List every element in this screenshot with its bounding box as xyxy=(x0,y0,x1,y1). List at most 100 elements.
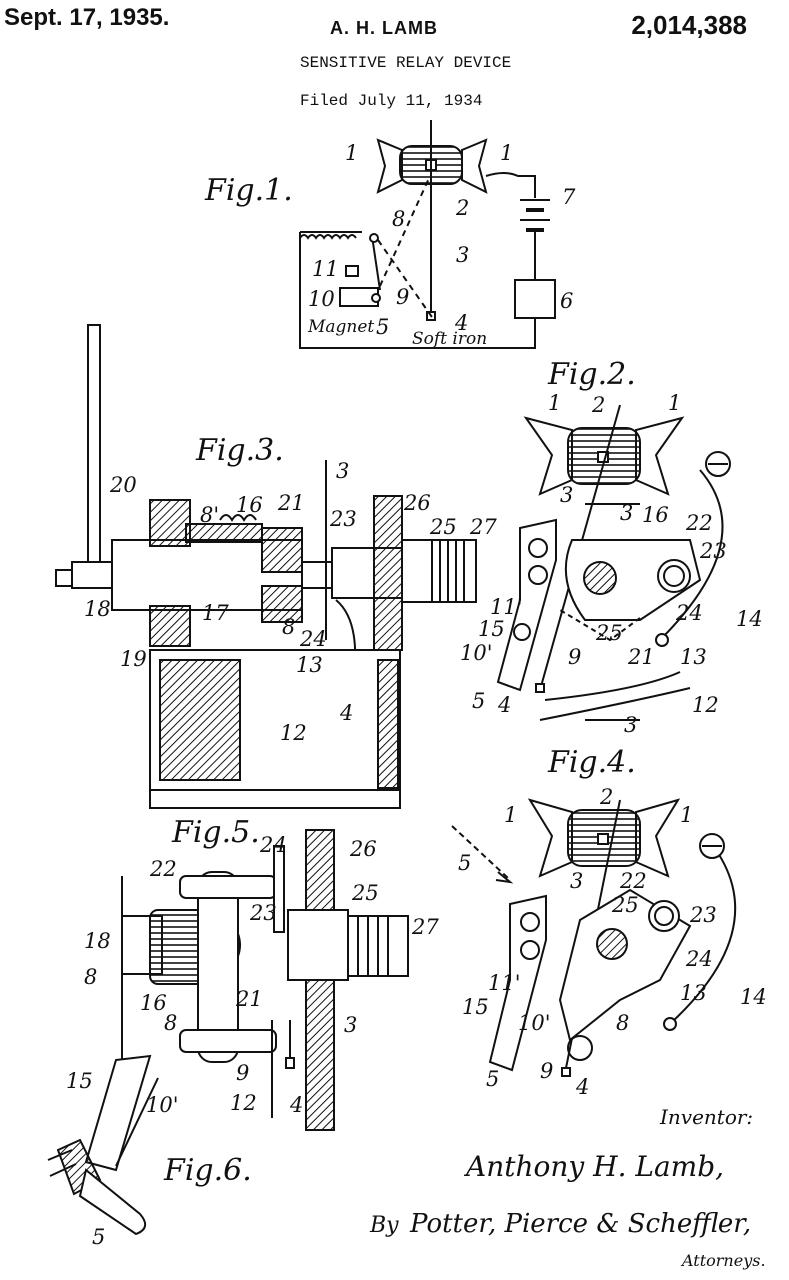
ref-24-fig5: 24 xyxy=(259,833,287,857)
ref-11p-fig4: 11' xyxy=(488,971,521,995)
ref-8-fig4: 8 xyxy=(616,1011,629,1035)
ref-11p-fig2: 11' xyxy=(490,595,523,619)
pole-piece-left xyxy=(376,138,403,194)
ref-27-fig5: 27 xyxy=(411,915,439,939)
ref-10-fig1: 10 xyxy=(308,287,335,311)
ref-9-fig4: 9 xyxy=(540,1059,553,1083)
ref-14-fig4: 14 xyxy=(740,985,767,1009)
ref-2-fig2: 2 xyxy=(591,393,605,417)
ref-13-fig2: 13 xyxy=(680,645,707,669)
ref-6-fig1: 6 xyxy=(560,289,573,313)
contact-arm-15 xyxy=(84,1054,152,1172)
ref-25-fig2: 25 xyxy=(595,621,623,645)
knob-27 xyxy=(431,539,477,603)
ref-1-right-fig2: 1 xyxy=(668,391,681,415)
ref-25-fig4: 25 xyxy=(611,893,639,917)
ref-8-fig1: 8 xyxy=(392,207,405,231)
ref-24-fig2: 24 xyxy=(675,601,703,625)
ref-21-fig2: 21 xyxy=(627,645,655,669)
ref-23-fig4: 23 xyxy=(689,903,717,927)
ref-2-fig1: 2 xyxy=(455,196,469,220)
ref-8-fig5: 8 xyxy=(164,1011,177,1035)
ref-3-fig2: 3 xyxy=(560,483,573,507)
ref-1-left-fig4: 1 xyxy=(504,803,517,827)
ref-27-fig3: 27 xyxy=(469,515,497,539)
ref-14-fig2: 14 xyxy=(736,607,763,631)
ref-24-fig4: 24 xyxy=(685,947,713,971)
ref-12-fig2: 12 xyxy=(692,693,719,717)
inventor-signature: Anthony H. Lamb, xyxy=(463,1150,724,1183)
ref-25-fig3: 25 xyxy=(429,515,457,539)
attorneys-signature: Potter, Pierce & Scheffler, xyxy=(409,1209,751,1239)
fig5-label: Fig.5. xyxy=(171,815,260,850)
fig2-label: Fig.2. xyxy=(547,357,636,392)
pointer-rod-20 xyxy=(87,324,101,578)
filing-date: Filed July 11, 1934 xyxy=(300,92,483,110)
ref-11-fig1: 11 xyxy=(312,257,339,281)
ref-4-fig2: 4 xyxy=(497,693,511,717)
ref-17-fig3: 17 xyxy=(202,601,229,625)
by-label: By xyxy=(369,1213,399,1238)
magnet-note: Magnet xyxy=(307,317,374,337)
ref-4-fig1: 4 xyxy=(454,311,468,335)
figure-1 xyxy=(299,120,556,349)
fig3-label: Fig.3. xyxy=(195,433,284,468)
ref-25-fig5: 25 xyxy=(351,881,379,905)
soft-iron-note: Soft iron xyxy=(412,329,487,349)
ref-18-fig3: 18 xyxy=(84,597,111,621)
ref-10p-fig4: 10' xyxy=(518,1011,551,1035)
ref-3-fig3: 3 xyxy=(336,459,349,483)
ref-8-fig3: 8 xyxy=(282,615,295,639)
ref-23-fig5: 23 xyxy=(249,901,277,925)
ref-3-fig1: 3 xyxy=(456,243,469,267)
ref-3-fig4: 3 xyxy=(570,869,583,893)
ref-22-fig5: 22 xyxy=(149,857,177,881)
shaft-fig4 xyxy=(596,928,628,960)
ref-21-fig3: 21 xyxy=(277,491,305,515)
patent-title: SENSITIVE RELAY DEVICE xyxy=(300,54,512,72)
figure-5 xyxy=(121,829,409,1131)
bracket-8 xyxy=(197,871,239,1063)
ref-2-fig4: 2 xyxy=(599,785,613,809)
ref-15-fig2: 15 xyxy=(478,617,505,641)
ref-1-right-fig1: 1 xyxy=(500,141,513,165)
fig1-label: Fig.1. xyxy=(204,173,293,208)
ref-23-fig3: 23 xyxy=(329,507,357,531)
ref-5-upper-fig4: 5 xyxy=(458,851,471,875)
ref-1-right-fig4: 1 xyxy=(680,803,693,827)
ref-12-fig5: 12 xyxy=(230,1091,257,1115)
figure-3 xyxy=(55,324,477,809)
ref-3-lower-fig2: 3 xyxy=(624,713,637,737)
figure-6 xyxy=(47,1054,159,1236)
ref-21-fig5: 21 xyxy=(235,987,263,1011)
ref-12-fig3: 12 xyxy=(280,721,307,745)
ref-5-fig4: 5 xyxy=(486,1067,499,1091)
ref-22-fig2: 22 xyxy=(685,511,713,535)
ref-9-fig5: 9 xyxy=(236,1061,249,1085)
inventor-label: Inventor: xyxy=(659,1105,753,1129)
ref-5-fig2: 5 xyxy=(472,689,485,713)
ref-1-left-fig1: 1 xyxy=(345,141,358,165)
fig6-label: Fig.6. xyxy=(163,1153,252,1188)
ref-13-fig3: 13 xyxy=(296,653,323,677)
ref-13-fig4: 13 xyxy=(680,981,707,1005)
ref-5-fig6: 5 xyxy=(92,1225,105,1249)
pole-piece-left-fig2 xyxy=(523,416,573,496)
ref-1-left-fig2: 1 xyxy=(548,391,561,415)
ref-8-left-fig5: 8 xyxy=(84,965,97,989)
arm-8 xyxy=(371,235,381,291)
pole-piece-right xyxy=(461,138,488,194)
patent-date: Sept. 17, 1935. xyxy=(4,4,170,31)
ref-26-fig5: 26 xyxy=(349,837,377,861)
ref-16-fig3: 16 xyxy=(236,493,263,517)
figure-4 xyxy=(451,798,737,1077)
ref-4-fig3: 4 xyxy=(339,701,353,725)
ref-19-fig3: 19 xyxy=(120,647,147,671)
circuit-wire xyxy=(299,232,536,349)
ref-24-fig3: 24 xyxy=(299,627,327,651)
inventor-header: A. H. LAMB xyxy=(330,18,438,38)
ref-10p-fig6: 10' xyxy=(146,1093,179,1117)
ref-9-fig2: 9 xyxy=(568,645,581,669)
ref-22-fig4: 22 xyxy=(619,869,647,893)
